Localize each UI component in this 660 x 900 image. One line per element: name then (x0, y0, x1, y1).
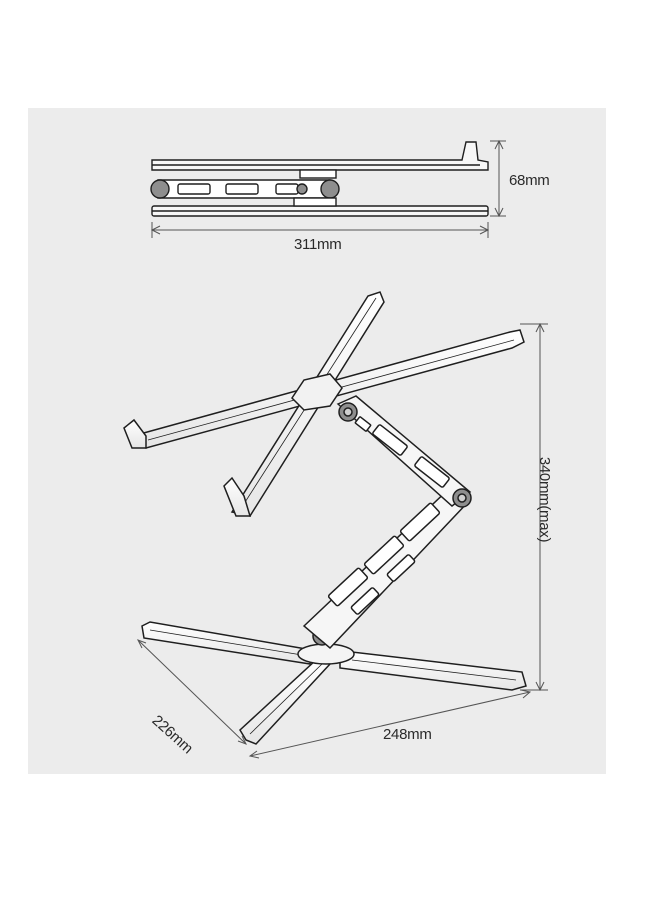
folded-height-label: 68mm (509, 172, 550, 189)
folded-length-label: 311mm (294, 236, 342, 253)
folded-length-dimension (150, 222, 490, 238)
base-width-label: 248mm (383, 726, 432, 743)
lower-arm (302, 485, 472, 650)
max-height-label: 340mm(max) (536, 456, 554, 543)
upper-arm (336, 395, 472, 507)
base-width-dimension (248, 689, 532, 759)
folded-height-dimension (490, 139, 506, 218)
folded-side-view (150, 141, 489, 217)
base-depth-dimension (136, 639, 248, 745)
top-platform (123, 291, 525, 517)
joints (338, 402, 472, 508)
max-height-dimension (520, 322, 548, 692)
